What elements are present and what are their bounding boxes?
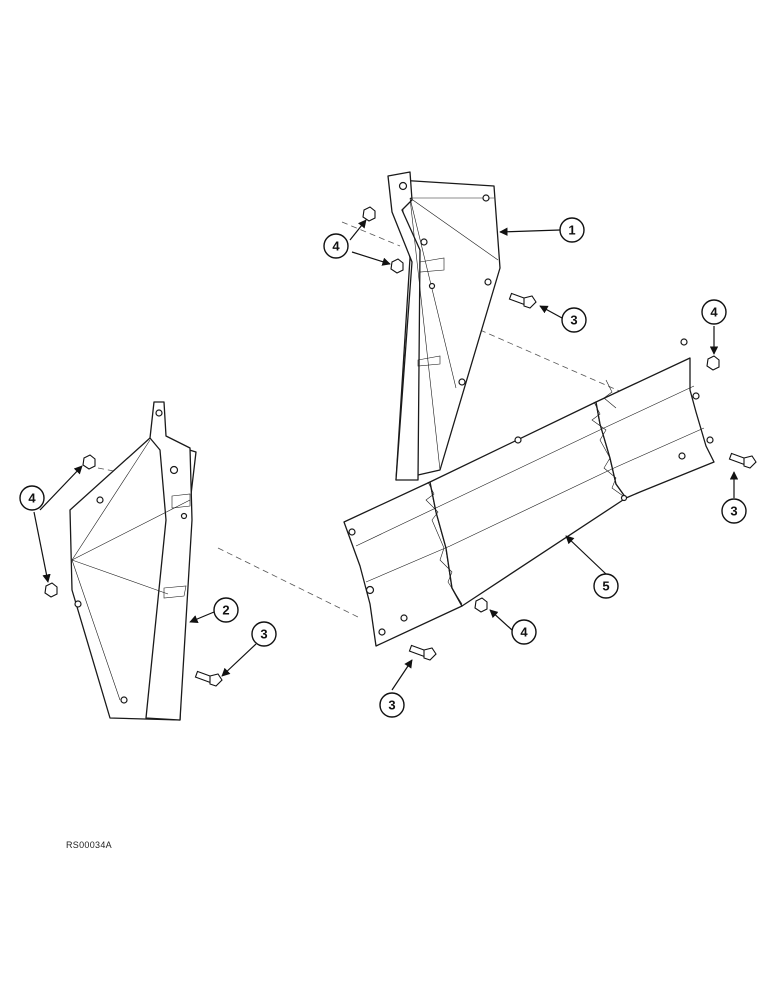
callout-3: 3	[561, 307, 587, 333]
svg-text:4: 4	[710, 305, 718, 320]
svg-text:2: 2	[222, 603, 229, 618]
callout-4: 4	[701, 299, 727, 325]
svg-text:3: 3	[388, 698, 395, 713]
shield-left-part	[69, 401, 197, 721]
bolt-icon	[408, 644, 437, 661]
svg-text:4: 4	[520, 625, 528, 640]
svg-text:5: 5	[602, 579, 609, 594]
svg-text:3: 3	[260, 627, 267, 642]
shield-right-part	[387, 171, 501, 481]
svg-text:3: 3	[730, 504, 737, 519]
callouts: 1 4 3 4 3 5 4 3 2 3 4	[19, 217, 747, 718]
callout-4: 4	[19, 485, 45, 511]
nut-icon	[390, 258, 404, 274]
figure-reference: RS00034A	[66, 840, 112, 850]
callout-1: 1	[559, 217, 585, 243]
bolts	[194, 292, 757, 687]
bolt-icon	[194, 670, 223, 687]
nut-icon	[474, 597, 488, 613]
nut-icon	[362, 206, 376, 222]
bolt-icon	[508, 292, 537, 309]
callout-5: 5	[593, 573, 619, 599]
nut-icon	[82, 454, 96, 470]
callout-2: 2	[213, 597, 239, 623]
svg-text:1: 1	[568, 223, 575, 238]
callout-3: 3	[721, 498, 747, 524]
svg-text:4: 4	[332, 239, 340, 254]
nut-icon	[706, 355, 720, 371]
leader-lines	[33, 219, 739, 691]
bolt-icon	[728, 452, 757, 469]
panel-part	[343, 338, 715, 647]
callout-3: 3	[379, 692, 405, 718]
callout-4: 4	[323, 233, 349, 259]
nut-icon	[44, 582, 58, 598]
callout-3: 3	[251, 621, 277, 647]
callout-4: 4	[511, 619, 537, 645]
svg-text:4: 4	[28, 491, 36, 506]
nuts	[44, 206, 720, 613]
svg-text:3: 3	[570, 313, 577, 328]
